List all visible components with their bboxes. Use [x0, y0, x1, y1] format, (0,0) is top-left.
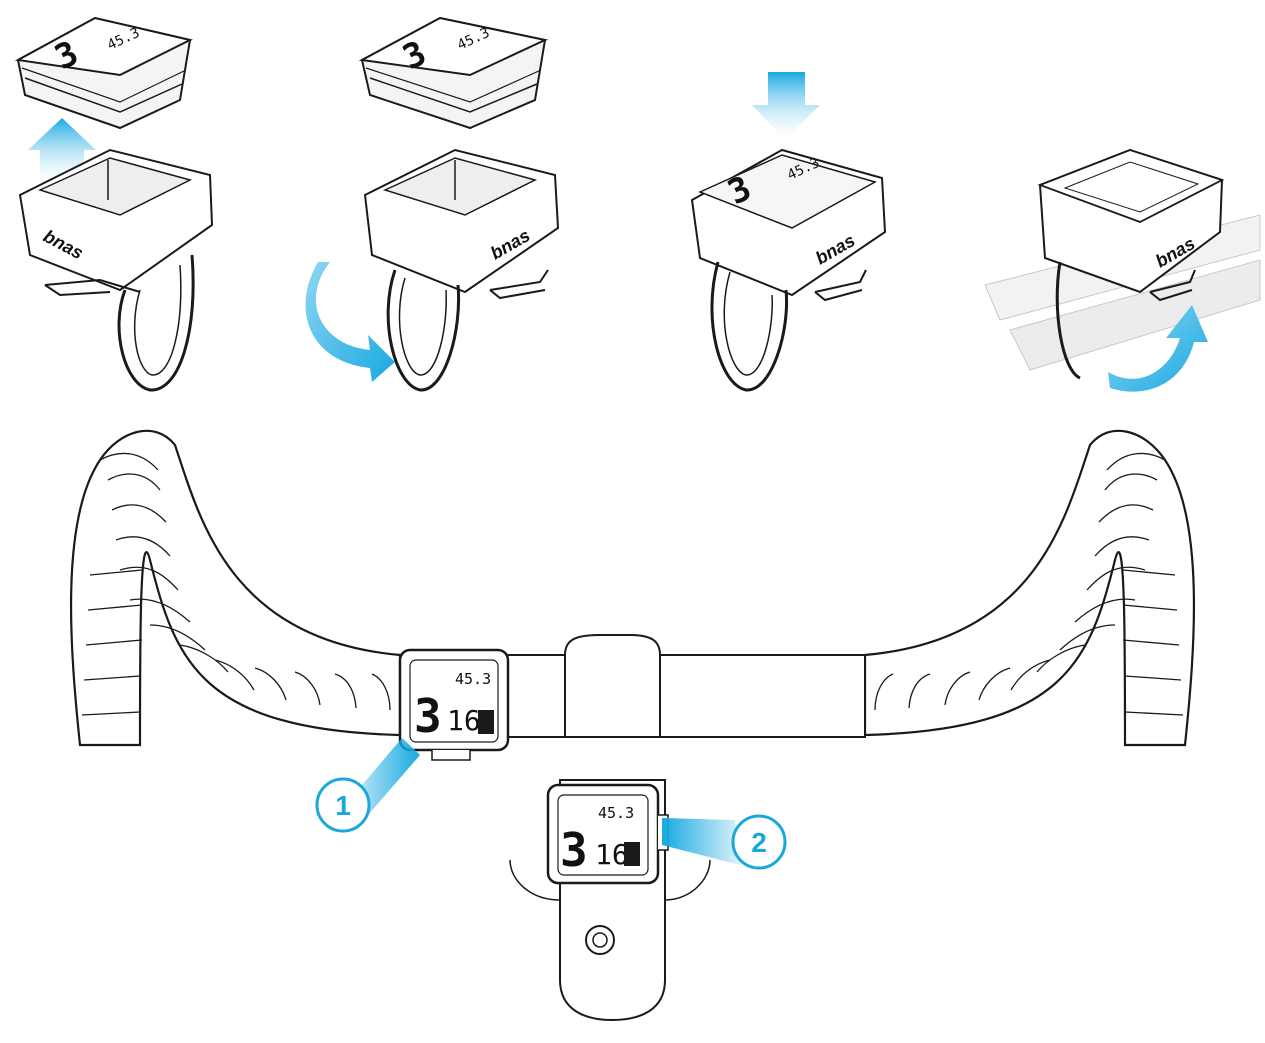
lcd-small-readout: 45.3: [598, 804, 634, 822]
mount-bracket: bnas: [18, 148, 214, 392]
mount-bracket: bnas: [363, 148, 560, 392]
callout-2: 2: [662, 814, 787, 870]
step-rotate-mount: 45.3 3 bnas: [305, 16, 560, 392]
curved-arrow-icon: [305, 262, 395, 382]
callout-label: 2: [751, 827, 767, 858]
bike-computer-1: 45.3 3 16: [398, 648, 510, 761]
curved-arrow-icon: [1108, 305, 1208, 392]
lcd-big-readout: 3: [414, 689, 442, 743]
drop-handlebar: 45.3 3 16 45.3 3 16 1 2: [69, 429, 1196, 1040]
computer-head: 45.3 3: [14, 16, 193, 130]
step-press-down: 45.3 3 bnas: [690, 72, 887, 392]
step-lift-off: 45.3 3 bnas: [14, 16, 214, 392]
bike-computer-2: 45.3 3 16: [546, 783, 669, 885]
mount-bracket: 45.3 3 bnas: [690, 148, 887, 392]
mount-bracket: bnas: [1037, 148, 1225, 380]
step-attach-bar: bnas: [984, 148, 1261, 392]
lcd-mid-readout: 16: [447, 704, 481, 737]
lcd-small-readout: 45.3: [455, 670, 491, 688]
lcd-mid-readout: 16: [595, 838, 629, 871]
arrow-down-icon: [752, 72, 820, 140]
callout-label: 1: [335, 790, 351, 821]
callout-1: 1: [315, 738, 420, 833]
computer-head: 45.3 3: [358, 16, 549, 130]
lcd-big-readout: 3: [560, 823, 588, 877]
